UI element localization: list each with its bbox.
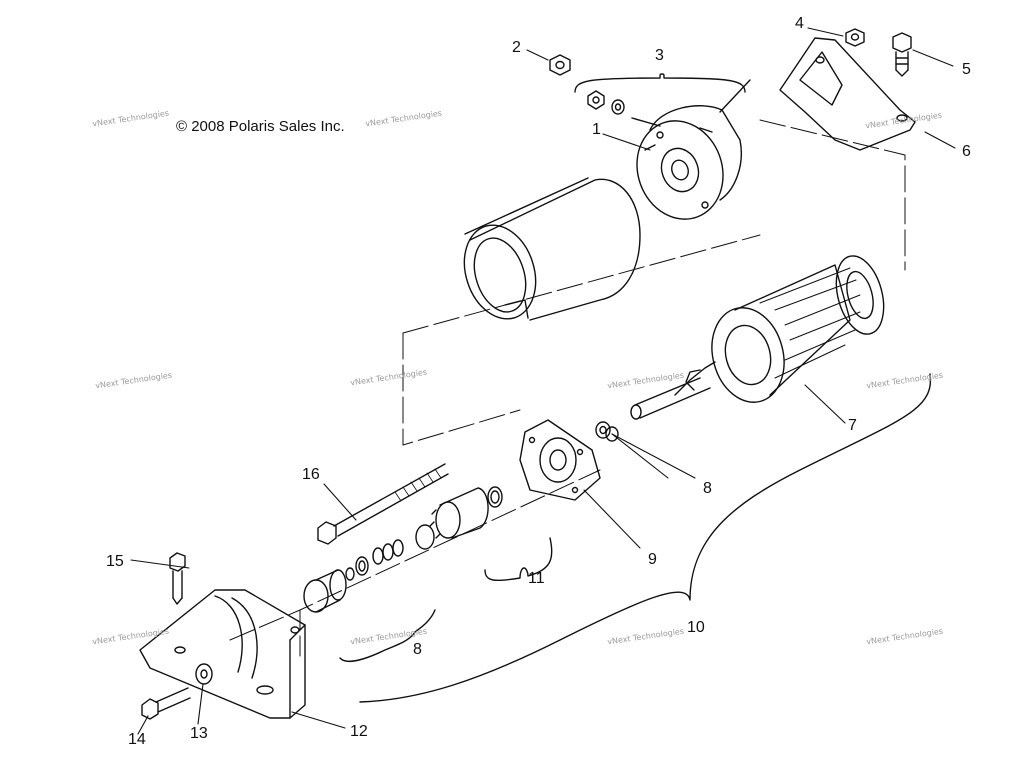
callout-12: 12 <box>350 723 368 740</box>
callout-10: 10 <box>687 619 705 636</box>
brace-11 <box>484 537 553 582</box>
part-7-armature <box>630 255 885 420</box>
part-14-bolt <box>141 687 191 720</box>
part-3-hardware <box>587 79 751 127</box>
callout-3: 3 <box>655 47 664 64</box>
part-13-washer <box>195 663 213 685</box>
callout-5: 5 <box>962 61 971 78</box>
callout-7: 7 <box>848 417 857 434</box>
part-5-bolt <box>892 32 912 77</box>
part-9-drive-end-plate <box>519 419 601 501</box>
drive-gear <box>415 487 489 550</box>
copyright-text: © 2008 Polaris Sales Inc. <box>176 118 345 135</box>
part-2-nut <box>549 54 571 76</box>
callout-16: 16 <box>302 466 320 483</box>
part-4-nut <box>845 28 865 47</box>
part-6-bracket <box>779 37 916 151</box>
spring-rings <box>345 539 404 581</box>
part-8-washers <box>595 421 619 442</box>
callout-9: 9 <box>648 551 657 568</box>
leader-lines <box>130 27 956 735</box>
brace-8-lower <box>339 609 436 662</box>
callout-8-lower: 8 <box>413 641 422 658</box>
bushing <box>303 569 347 613</box>
brace-10 <box>359 373 932 703</box>
callout-6: 6 <box>962 143 971 160</box>
part-15-bolt <box>169 552 186 605</box>
callout-8-upper: 8 <box>703 480 712 497</box>
part-1-end-cap <box>636 105 742 220</box>
callout-11: 11 <box>528 570 545 587</box>
part-12-mounting-bracket <box>139 589 306 719</box>
callout-14: 14 <box>128 731 146 748</box>
callout-1: 1 <box>592 121 601 138</box>
callout-13: 13 <box>190 725 208 742</box>
callout-15: 15 <box>106 553 124 570</box>
brace-3 <box>574 73 746 93</box>
alignment-lines <box>229 119 906 661</box>
callout-4: 4 <box>795 15 804 32</box>
part-16-through-bolt <box>317 463 449 545</box>
callout-2: 2 <box>512 39 521 56</box>
housing-cylinder <box>463 177 641 321</box>
washer <box>487 486 503 508</box>
